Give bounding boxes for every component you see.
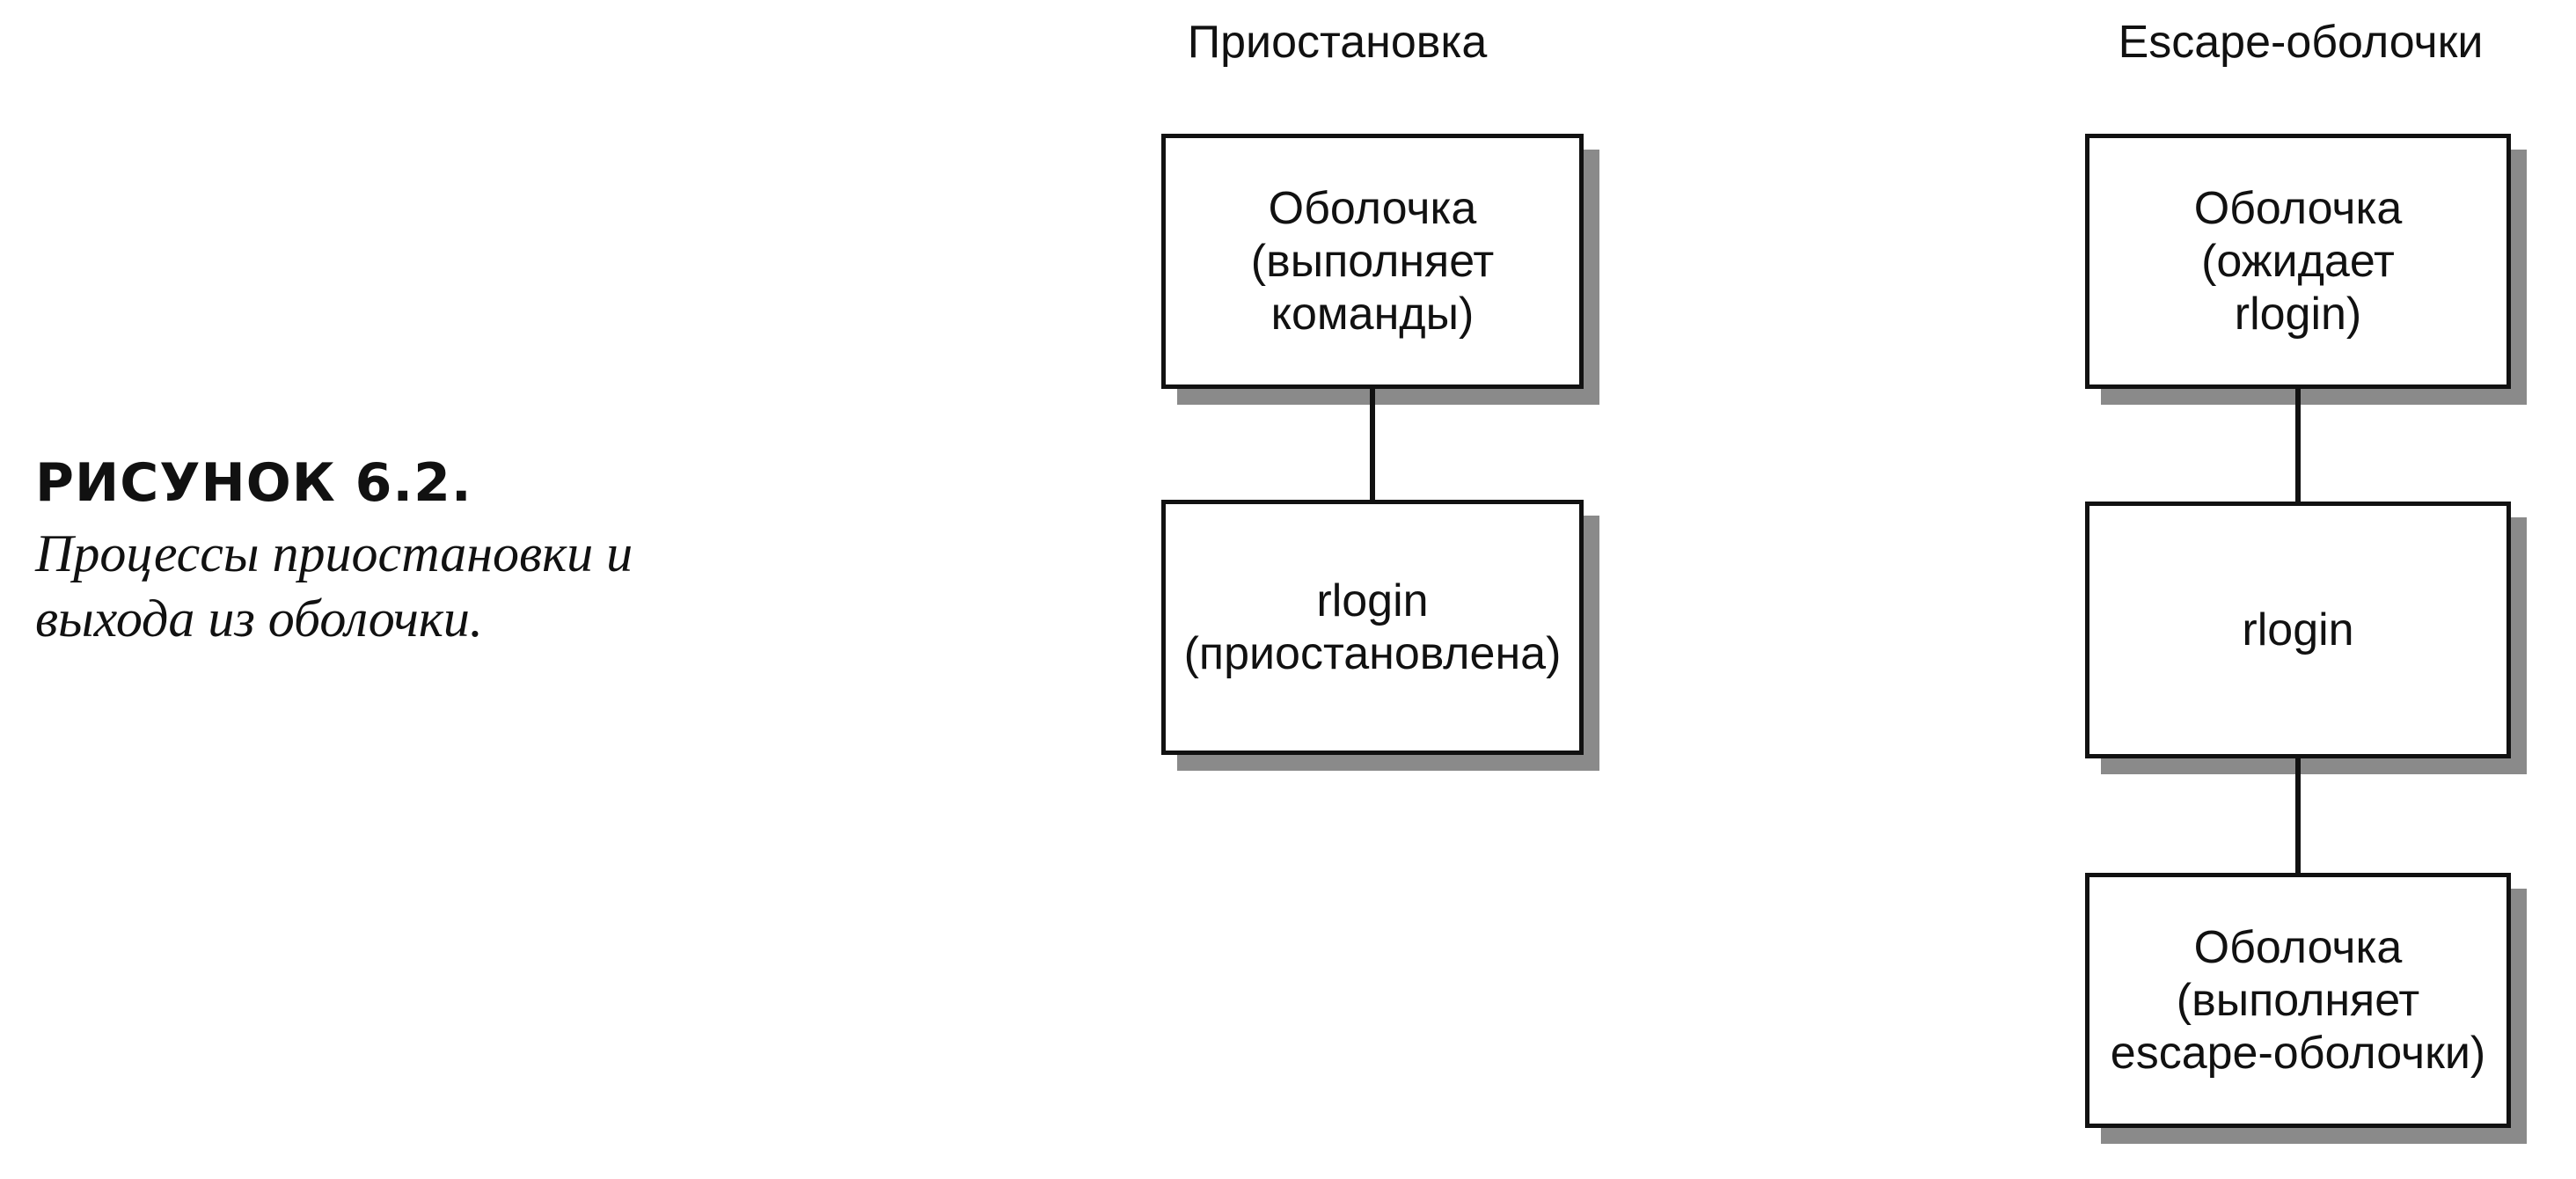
figure-description: Процессы приостановки и выхода из оболоч… [35, 524, 633, 648]
suspend-rlogin-label: rlogin (приостановлена) [1183, 575, 1562, 679]
suspend-rlogin-box: rlogin (приостановлена) [1161, 500, 1584, 755]
escape-connector-line-upper [2295, 389, 2301, 502]
figure-label: РИСУНОК 6.2. [35, 452, 472, 514]
suspend-shell-box: Оболочка (выполняет команды) [1161, 134, 1584, 389]
suspend-column-title: Приостановка [1187, 17, 1488, 68]
escape-rlogin-box: rlogin [2085, 502, 2511, 758]
suspend-connector-line [1370, 389, 1375, 500]
escape-shell-running-label: Оболочка (выполняет escape-оболочки) [2110, 922, 2486, 1079]
escape-shell-waiting-label: Оболочка (ожидает rlogin) [2193, 183, 2403, 340]
suspend-shell-label: Оболочка (выполняет команды) [1250, 183, 1495, 340]
escape-shell-running-box: Оболочка (выполняет escape-оболочки) [2085, 873, 2511, 1128]
escape-rlogin-label: rlogin [2242, 604, 2354, 655]
figure-caption: РИСУНОК 6.2. Процессы приостановки и вых… [35, 450, 827, 651]
escape-connector-line-lower [2295, 758, 2301, 873]
escape-shell-waiting-box: Оболочка (ожидает rlogin) [2085, 134, 2511, 389]
escape-column-title: Escape-оболочки [2118, 17, 2484, 68]
